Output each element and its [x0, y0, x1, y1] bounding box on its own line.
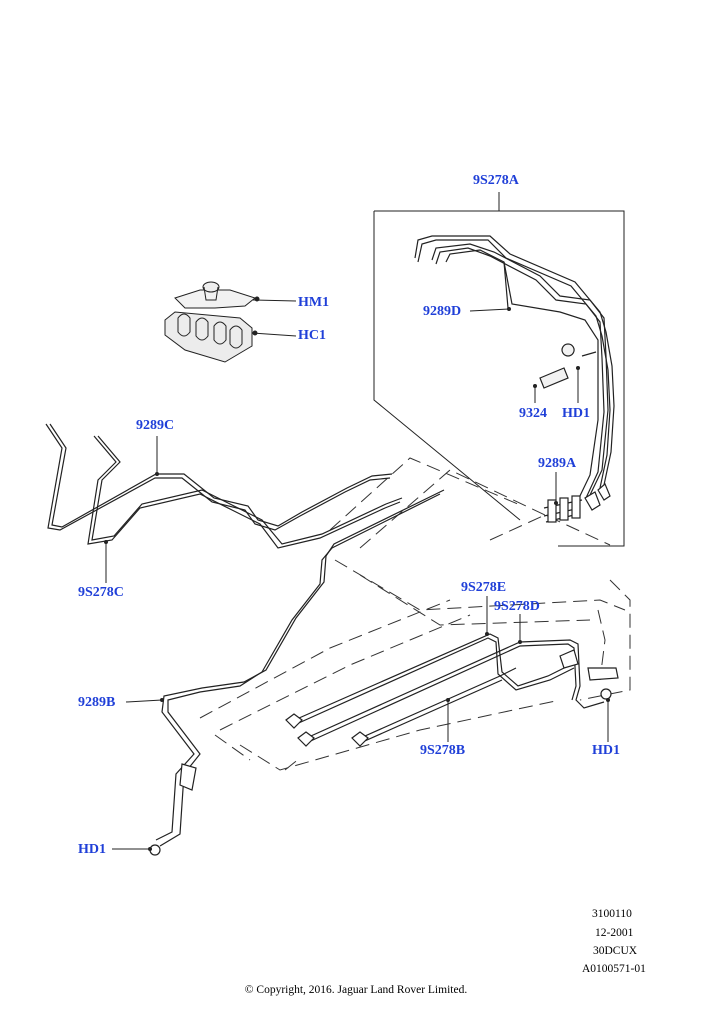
illustration-date: 12-2001 — [595, 927, 634, 939]
callout-HD1-bottom[interactable]: HD1 — [78, 842, 106, 857]
callout-9S278D[interactable]: 9S278D — [494, 599, 540, 614]
pipe-9S278-rear — [285, 633, 619, 747]
callout-HD1-right[interactable]: HD1 — [592, 743, 620, 758]
callout-9S278A[interactable]: 9S278A — [473, 173, 519, 188]
callout-9S278B[interactable]: 9S278B — [420, 743, 466, 758]
callout-HC1[interactable]: HC1 — [298, 328, 326, 343]
illustration-number: 3100110 — [592, 908, 632, 920]
hm1-hc1-parts — [164, 281, 297, 363]
callout-9289C[interactable]: 9289C — [136, 418, 175, 433]
leader-9289D — [469, 308, 510, 312]
callout-9324[interactable]: 9324 — [519, 406, 547, 421]
copyright-notice: © Copyright, 2016. Jaguar Land Rover Lim… — [244, 984, 468, 996]
pipe-9S278A — [414, 235, 615, 523]
callout-9289B[interactable]: 9289B — [78, 695, 116, 710]
callout-9289D[interactable]: 9289D — [423, 304, 462, 319]
pipe-9S278C — [87, 435, 403, 549]
floor-outline — [199, 457, 631, 771]
callout-9S278E[interactable]: 9S278E — [461, 580, 507, 595]
illustration-code: 30DCUX — [593, 945, 638, 957]
illustration-reference: A0100571-01 — [582, 963, 646, 975]
callout-9289A[interactable]: 9289A — [538, 456, 577, 471]
pipe-9289B — [149, 489, 445, 856]
pipe-9289C — [45, 423, 393, 531]
callout-HM1[interactable]: HM1 — [298, 295, 330, 310]
callout-9S278C[interactable]: 9S278C — [78, 585, 124, 600]
callout-HD1-top[interactable]: HD1 — [562, 406, 590, 421]
leader-9289B — [125, 699, 163, 703]
